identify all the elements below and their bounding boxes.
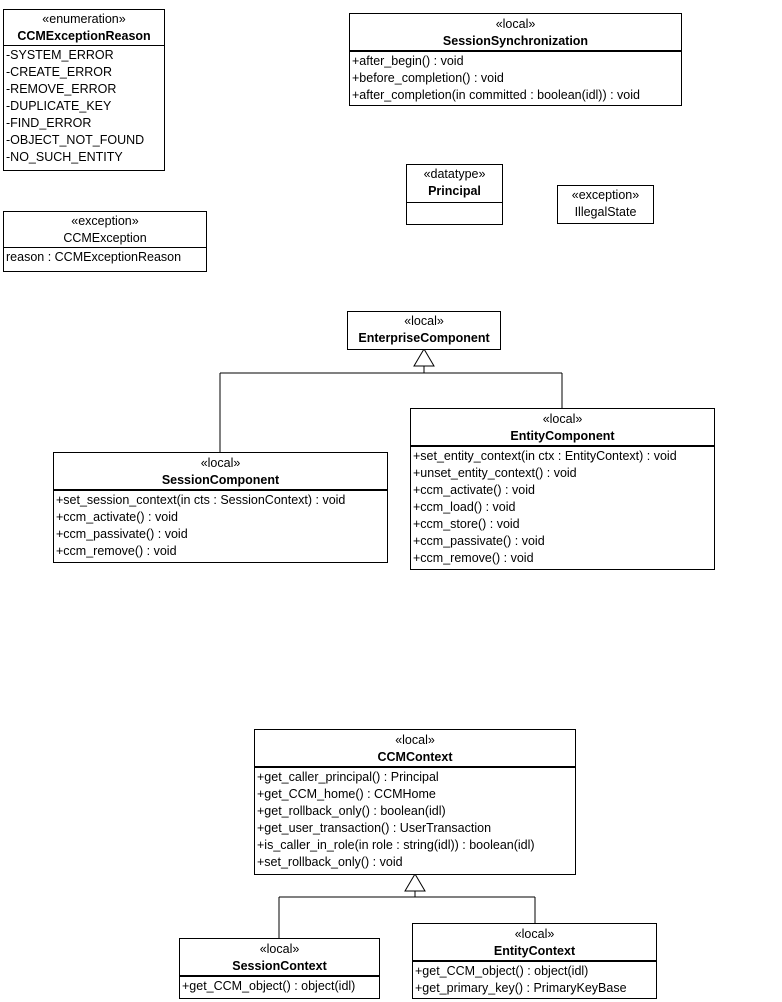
operation: +get_caller_principal() : Principal: [257, 770, 439, 784]
operation: +set_rollback_only() : void: [257, 855, 403, 869]
class-name: CCMContext: [377, 750, 453, 764]
class-name: EnterpriseComponent: [358, 331, 490, 345]
class-header: «local» EntityContext: [413, 924, 656, 962]
enum-literal: -CREATE_ERROR: [6, 65, 113, 79]
class-principal[interactable]: «datatype» Principal: [406, 164, 503, 225]
stereotype-label: «local»: [200, 456, 241, 470]
operation: +before_completion() : void: [352, 71, 504, 85]
class-name: IllegalState: [574, 205, 637, 219]
class-entity-context[interactable]: «local» EntityContext +get_CCM_object() …: [412, 923, 657, 999]
operation: +after_completion(in committed : boolean…: [352, 88, 640, 102]
class-header: «local» CCMContext: [255, 730, 575, 768]
class-session-component[interactable]: «local» SessionComponent +set_session_co…: [53, 452, 388, 563]
class-name: CCMExceptionReason: [17, 29, 151, 43]
operation: +set_entity_context(in ctx : EntityConte…: [413, 449, 677, 463]
class-header: «enumeration» CCMExceptionReason: [4, 10, 164, 46]
operation: +get_rollback_only() : boolean(idl): [257, 804, 446, 818]
operation: +is_caller_in_role(in role : string(idl)…: [257, 838, 535, 852]
class-name: EntityContext: [493, 944, 576, 958]
class-header: «local» EnterpriseComponent: [348, 312, 500, 347]
stereotype-label: «local»: [514, 927, 555, 941]
operation: +get_CCM_object() : object(idl): [415, 964, 589, 978]
class-ccm-exception-reason[interactable]: «enumeration» CCMExceptionReason -SYSTEM…: [3, 9, 165, 171]
stereotype-label: «local»: [395, 733, 435, 747]
class-illegal-state[interactable]: «exception» IllegalState: [557, 185, 654, 224]
class-header: «exception» CCMException: [4, 212, 206, 248]
operation-list: +set_entity_context(in ctx : EntityConte…: [411, 447, 714, 568]
operation: +ccm_activate() : void: [56, 510, 178, 524]
stereotype-label: «local»: [542, 412, 583, 426]
class-session-synchronization[interactable]: «local» SessionSynchronization +after_be…: [349, 13, 682, 106]
operation: +get_CCM_object() : object(idl): [182, 979, 356, 993]
class-name: Principal: [428, 184, 481, 198]
class-name: SessionSynchronization: [442, 34, 589, 48]
generalization-arrowhead: [404, 873, 426, 892]
stereotype-label: «exception»: [71, 214, 139, 228]
class-header: «local» SessionSynchronization: [350, 14, 681, 52]
enum-literal: -OBJECT_NOT_FOUND: [6, 133, 145, 147]
stereotype-label: «datatype»: [423, 167, 486, 181]
attribute-list: reason : CCMExceptionReason: [4, 248, 206, 267]
operation: +get_user_transaction() : UserTransactio…: [257, 821, 492, 835]
operation: +ccm_passivate() : void: [56, 527, 188, 541]
stereotype-label: «exception»: [571, 188, 640, 202]
operation: +unset_entity_context() : void: [413, 466, 577, 480]
stereotype-label: «local»: [259, 942, 300, 956]
generalization-arrowhead: [413, 348, 435, 367]
class-session-context[interactable]: «local» SessionContext +get_CCM_object()…: [179, 938, 380, 999]
attribute: reason : CCMExceptionReason: [6, 250, 182, 264]
class-ccm-exception[interactable]: «exception» CCMException reason : CCMExc…: [3, 211, 207, 272]
class-header: «datatype» Principal: [407, 165, 502, 203]
enum-literal: -DUPLICATE_KEY: [6, 99, 112, 113]
enum-literal: -SYSTEM_ERROR: [6, 48, 114, 62]
enum-literal: -REMOVE_ERROR: [6, 82, 117, 96]
operation-list: +get_CCM_object() : object(idl) +get_pri…: [413, 962, 656, 998]
operation-list: +get_caller_principal() : Principal +get…: [255, 768, 575, 872]
operation: +ccm_remove() : void: [413, 551, 534, 565]
class-header: «exception» IllegalState: [558, 186, 653, 221]
class-name: CCMException: [63, 231, 147, 245]
stereotype-label: «local»: [495, 17, 536, 31]
operation-list: +get_CCM_object() : object(idl): [180, 977, 379, 996]
stereotype-label: «enumeration»: [42, 12, 126, 26]
operation: +ccm_activate() : void: [413, 483, 535, 497]
class-header: «local» SessionComponent: [54, 453, 387, 491]
enum-literal: -FIND_ERROR: [6, 116, 92, 130]
operation: +after_begin() : void: [352, 54, 464, 68]
class-name: EntityComponent: [510, 429, 615, 443]
operation: +ccm_remove() : void: [56, 544, 177, 558]
operation: +get_primary_key() : PrimaryKeyBase: [415, 981, 627, 995]
class-enterprise-component[interactable]: «local» EnterpriseComponent: [347, 311, 501, 350]
attribute-compartment: [407, 203, 502, 205]
operation: +ccm_passivate() : void: [413, 534, 545, 548]
operation: +get_CCM_home() : CCMHome: [257, 787, 436, 801]
class-entity-component[interactable]: «local» EntityComponent +set_entity_cont…: [410, 408, 715, 570]
operation: +ccm_store() : void: [413, 517, 520, 531]
stereotype-label: «local»: [404, 314, 444, 328]
literal-list: -SYSTEM_ERROR -CREATE_ERROR -REMOVE_ERRO…: [4, 46, 164, 167]
class-name: SessionComponent: [161, 473, 280, 487]
operation-list: +set_session_context(in cts : SessionCon…: [54, 491, 387, 561]
class-ccm-context[interactable]: «local» CCMContext +get_caller_principal…: [254, 729, 576, 875]
operation: +set_session_context(in cts : SessionCon…: [56, 493, 346, 507]
class-header: «local» SessionContext: [180, 939, 379, 977]
class-header: «local» EntityComponent: [411, 409, 714, 447]
operation: +ccm_load() : void: [413, 500, 516, 514]
class-name: SessionContext: [232, 959, 327, 973]
operation-list: +after_begin() : void +before_completion…: [350, 52, 681, 105]
enum-literal: -NO_SUCH_ENTITY: [6, 150, 123, 164]
